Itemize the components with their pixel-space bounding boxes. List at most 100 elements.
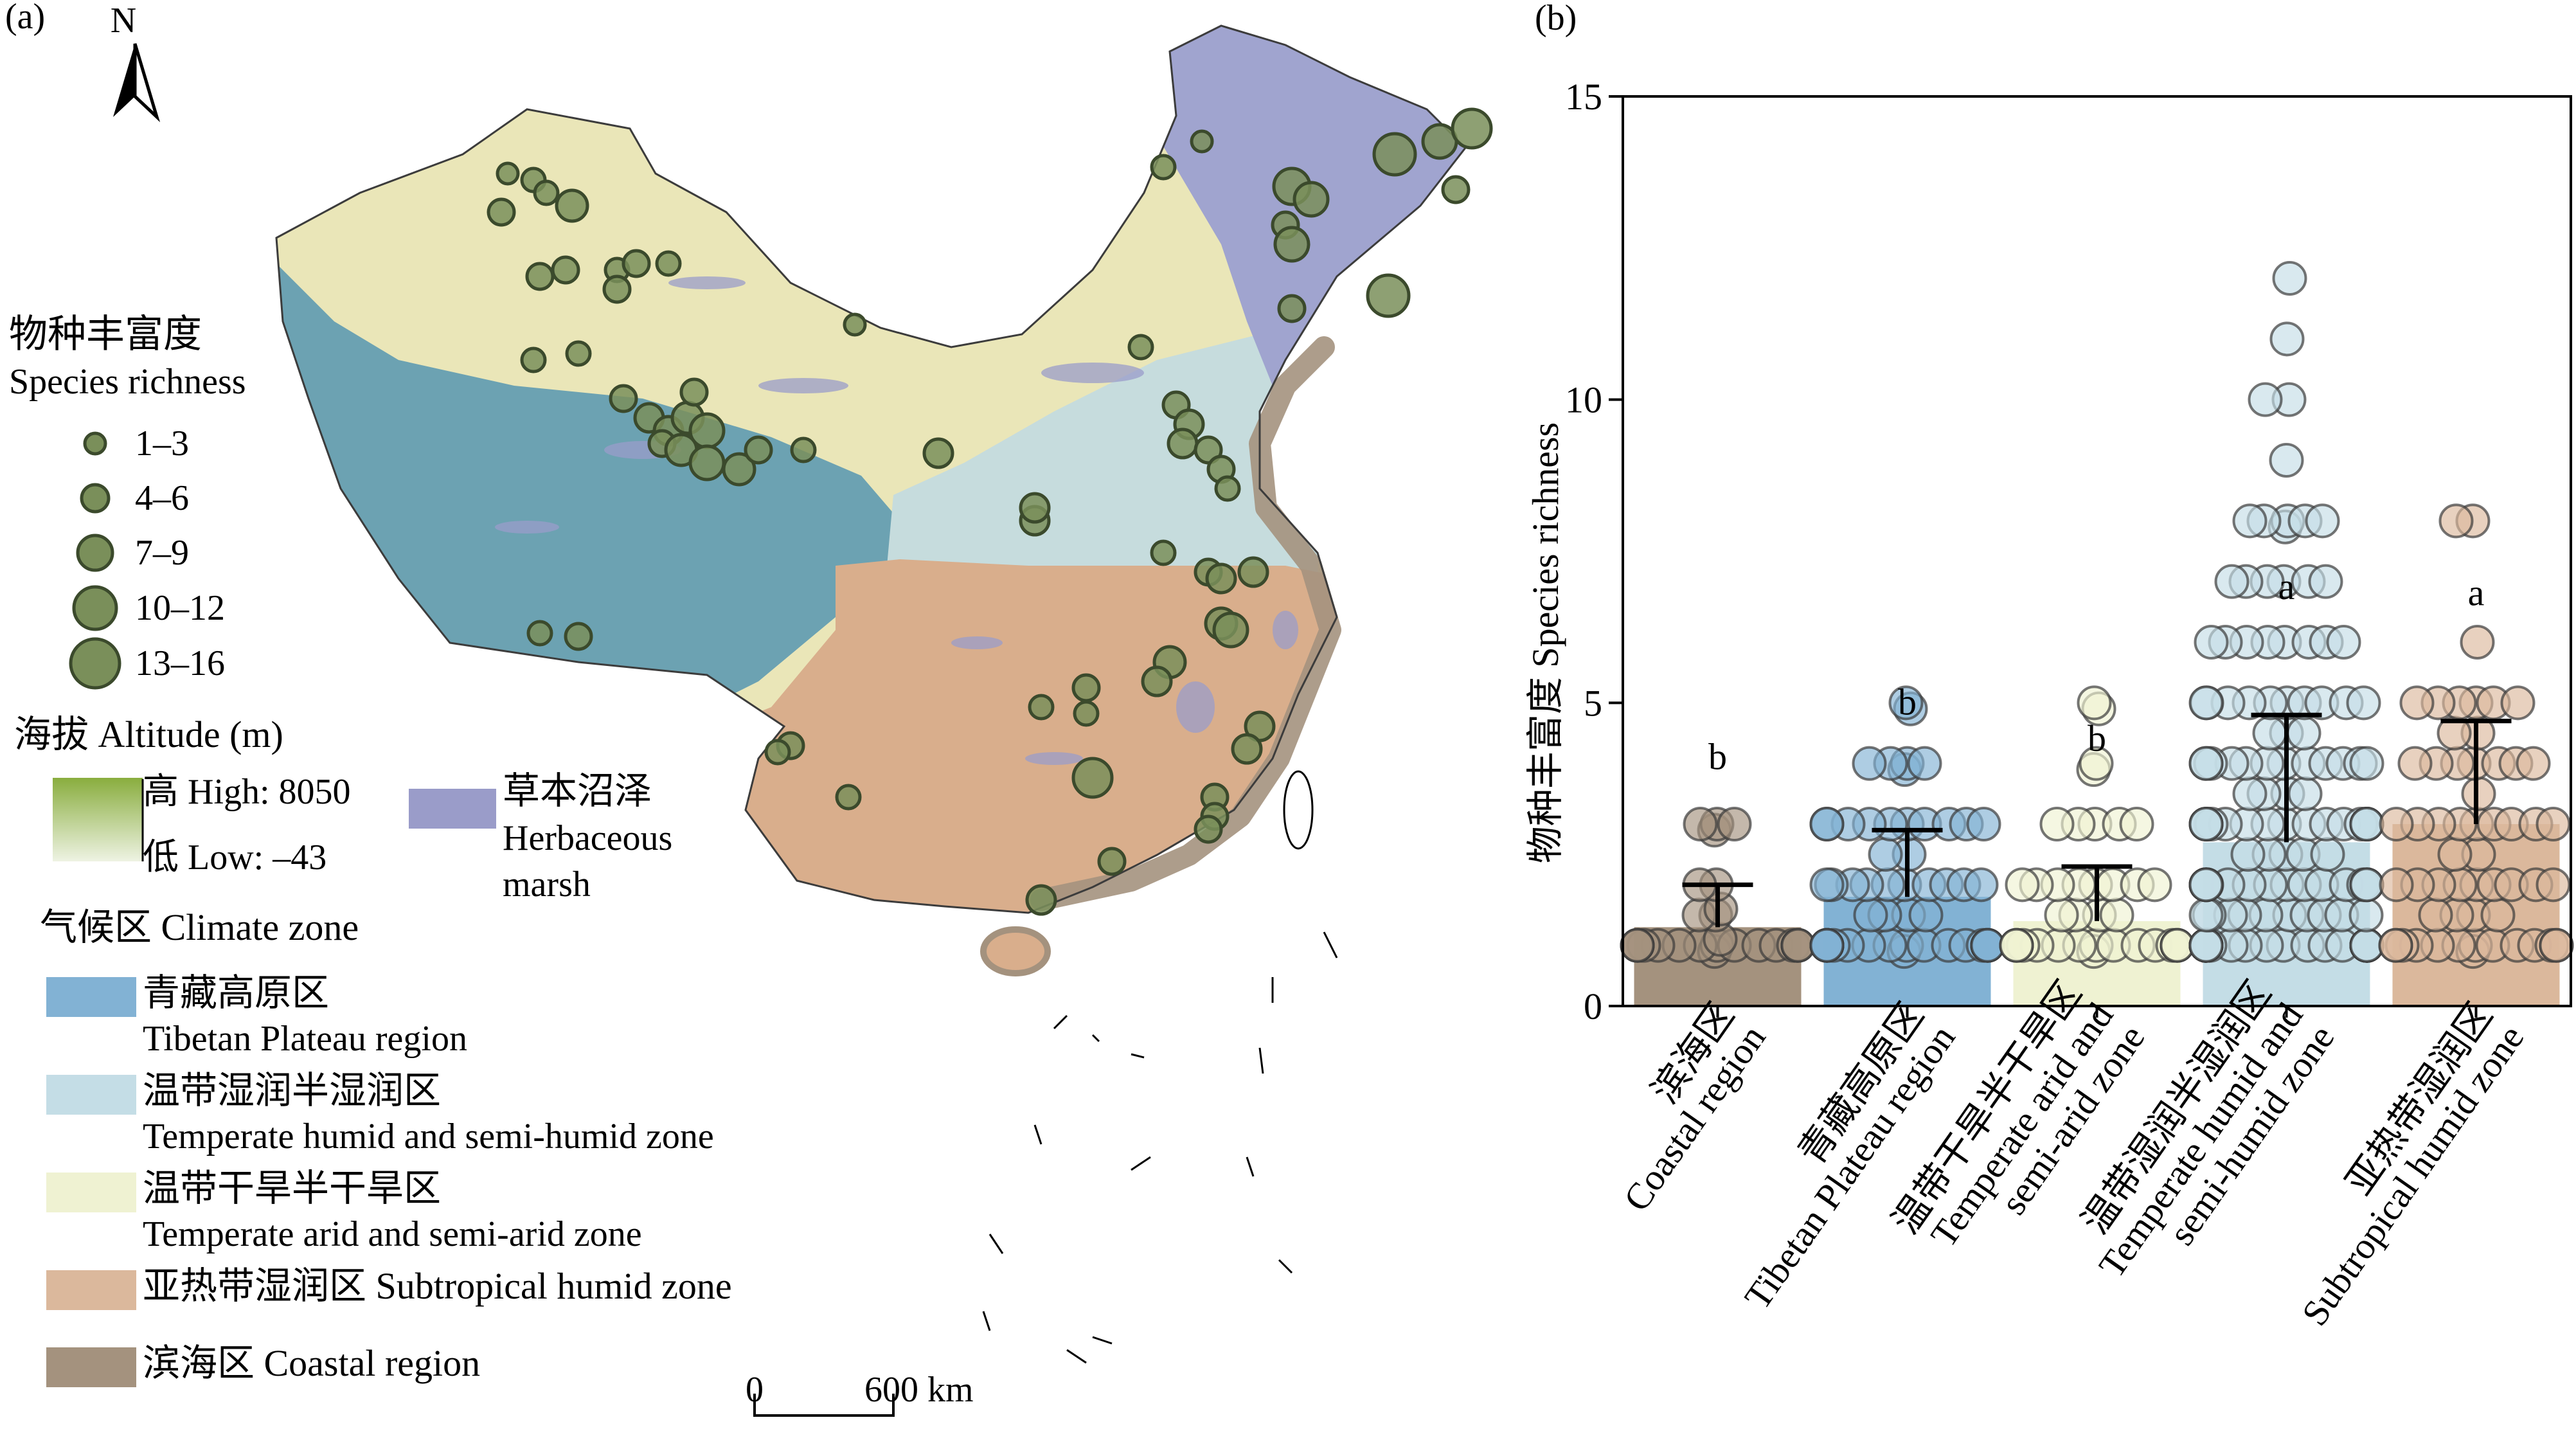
point-4-44 [2397, 746, 2433, 781]
point-2-31 [2039, 807, 2075, 841]
richness-symbol-3 [76, 534, 114, 572]
point-4-54 [2460, 625, 2495, 660]
scale-bar: 0 600 km [746, 1370, 974, 1417]
point-1-20 [1809, 928, 1845, 963]
richness-class-3: 7–9 [135, 533, 189, 573]
point-2-27 [2005, 867, 2040, 903]
point-2-15 [2160, 928, 2195, 963]
climate-swatch-3 [46, 1270, 136, 1310]
point-2-19 [2044, 897, 2079, 933]
point-3-39 [2188, 897, 2224, 933]
point-4-25 [2379, 867, 2414, 903]
point-4-17 [2418, 897, 2453, 933]
point-3-74 [2188, 807, 2224, 841]
china-map [275, 24, 1493, 1364]
point-4-52 [2500, 685, 2536, 721]
point-3-127 [2248, 382, 2283, 417]
zone-tibetan-plateau [276, 231, 900, 707]
climate-label-zh-0: 青藏高原区 [143, 972, 329, 1014]
point-0-24 [1683, 807, 1718, 841]
sig-letter-2: b [2088, 717, 2106, 759]
panel-a: (a) N [5, 0, 1493, 1417]
point-4-38 [2461, 776, 2496, 811]
point-4-45 [2516, 746, 2551, 781]
richness-legend: 物种丰富度 Species richness 1–3 4–6 7–9 10–12… [9, 313, 246, 690]
richness-symbol-4 [72, 585, 118, 631]
altitude-title: 海拔 Altitude (m) [14, 714, 283, 755]
richness-class-2: 4–6 [135, 478, 189, 518]
richness-class-1: 1–3 [135, 424, 189, 463]
sig-letter-1: b [1898, 681, 1917, 723]
scale-zero: 0 [746, 1370, 764, 1410]
point-3-75 [2349, 807, 2384, 841]
richness-title-en: Species richness [9, 362, 246, 402]
richness-symbol-2 [80, 483, 111, 514]
point-4-13 [2539, 928, 2574, 963]
climate-swatch-0 [46, 977, 136, 1017]
point-3-94 [2286, 715, 2321, 751]
point-3-78 [2287, 776, 2323, 811]
climate-label-en-1: Temperate humid and semi-humid zone [143, 1117, 714, 1156]
point-1-51 [1852, 746, 1887, 781]
point-3-28 [2349, 928, 2384, 963]
point-0-25 [1717, 807, 1752, 841]
point-3-125 [2269, 443, 2304, 478]
china-border [275, 24, 1467, 914]
zone-temperate-humid [887, 334, 1324, 579]
point-1-45 [1966, 807, 2001, 841]
point-1-33 [1963, 867, 1999, 903]
sig-letter-4: a [2468, 572, 2485, 614]
y-tick-label-2: 10 [1565, 379, 1602, 421]
point-1-23 [1908, 897, 1944, 933]
climate-swatch-2 [46, 1173, 136, 1212]
altitude-legend: 海拔 Altitude (m) 高 High: 8050 低 Low: –43 [14, 714, 351, 877]
richness-symbol-5 [69, 637, 121, 690]
point-3-60 [2310, 837, 2345, 872]
point-4-28 [2437, 837, 2473, 872]
point-1-53 [1888, 685, 1924, 721]
richness-class-5: 13–16 [135, 643, 225, 683]
point-4-12 [2378, 928, 2413, 963]
climate-label-zh-3: 亚热带湿润区 Subtropical humid zone [143, 1265, 732, 1307]
y-axis-label: 物种丰富度 Species richness [1525, 422, 1566, 863]
climate-label-zh-4: 滨海区 Coastal region [143, 1342, 480, 1384]
point-1-50 [1907, 746, 1942, 781]
x-label-line-4-1: Subtropical humid zone [2293, 1018, 2532, 1333]
point-3-111 [2326, 625, 2361, 660]
sample-sites [487, 107, 1493, 916]
north-label: N [111, 1, 136, 40]
climate-swatch-4 [46, 1347, 136, 1387]
point-4-53 [2399, 685, 2435, 721]
point-1-19 [1970, 928, 2005, 963]
point-1-46 [1809, 807, 1845, 841]
point-3-55 [2188, 867, 2224, 903]
marsh-legend: 草本沼泽 Herbaceous marsh [409, 770, 672, 904]
point-4-37 [2536, 807, 2571, 841]
altitude-low: 低 Low: –43 [143, 838, 326, 877]
point-3-90 [2349, 746, 2384, 781]
point-1-36 [1868, 837, 1903, 872]
point-4-26 [2536, 867, 2571, 903]
point-3-103 [2346, 685, 2381, 721]
point-2-18 [2099, 897, 2134, 933]
climate-label-en-2: Temperate arid and semi-arid zone [143, 1214, 642, 1254]
marsh-swatch [409, 789, 496, 829]
climate-title: 气候区 Climate zone [40, 906, 359, 948]
north-arrow-icon: N [111, 1, 161, 123]
y-tick-label-0: 0 [1584, 985, 1602, 1027]
scale-distance: 600 km [864, 1370, 974, 1410]
point-3-29 [2188, 928, 2224, 963]
point-3-124 [2305, 503, 2340, 539]
point-3-112 [2194, 625, 2229, 660]
point-3-91 [2188, 746, 2224, 781]
altitude-gradient [53, 778, 143, 861]
point-2-14 [1999, 928, 2034, 963]
point-2-26 [2137, 867, 2172, 903]
point-1-24 [1853, 897, 1888, 933]
point-4-36 [2379, 807, 2414, 841]
